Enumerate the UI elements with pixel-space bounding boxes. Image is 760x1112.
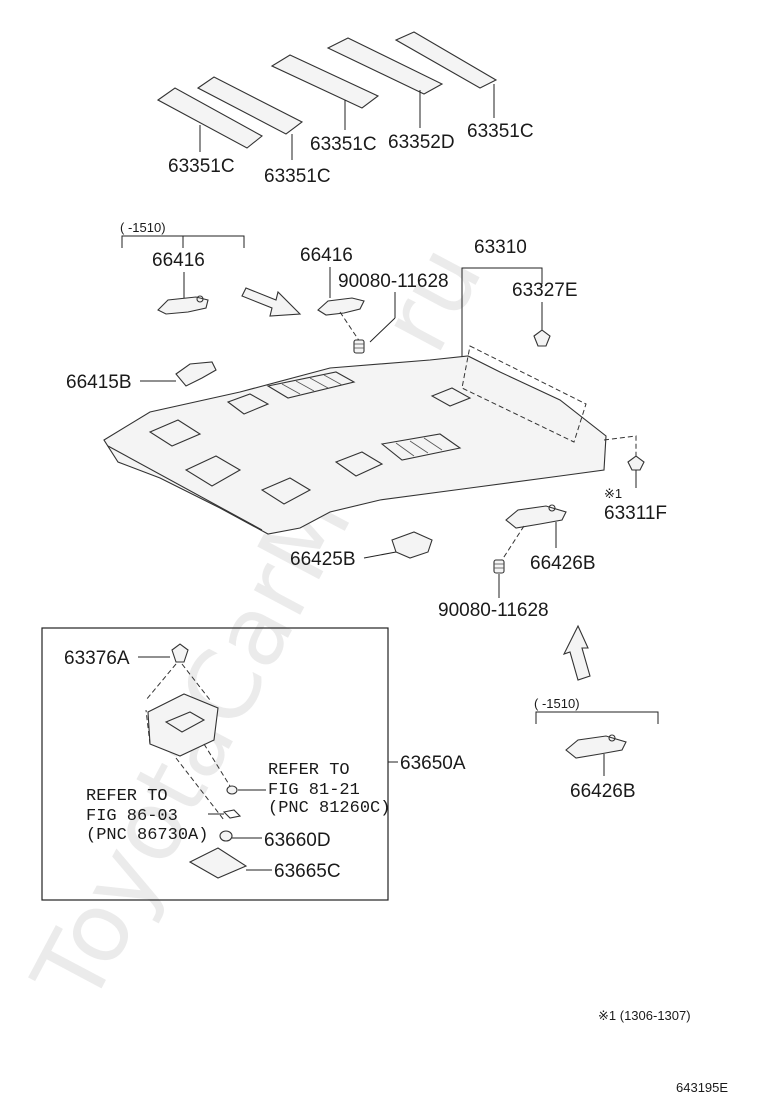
inset-socket-part[interactable] xyxy=(226,785,238,795)
inset-bulb-label: 63660D xyxy=(264,830,331,851)
headliner-part[interactable] xyxy=(103,355,607,535)
visor-right-label: 66426B xyxy=(530,553,596,574)
pad-shape-5[interactable] xyxy=(394,31,498,89)
refer-left-line-3: (PNC 86730A) xyxy=(86,826,208,845)
inset-lens-part[interactable] xyxy=(188,847,248,879)
inset-frame xyxy=(41,627,389,901)
holder-left-label: 66415B xyxy=(66,372,132,393)
pad-label-5: 63351C xyxy=(467,121,534,142)
inset-clip-label: 63376A xyxy=(64,648,130,669)
inset-bulb-part[interactable] xyxy=(219,830,233,842)
visor-right-lower-part[interactable] xyxy=(565,735,627,759)
visor-center-part[interactable] xyxy=(317,297,365,316)
pad-label-4: 63352D xyxy=(388,132,455,153)
visor-right-group: 66426B 90080-11628 xyxy=(438,504,596,621)
headliner-label: 63310 xyxy=(474,237,527,258)
pad-shape-1[interactable] xyxy=(156,87,263,149)
clip-right-symbol: ※1 xyxy=(604,486,622,501)
refer-left-line-1: REFER TO xyxy=(86,787,168,806)
refer-right-line-3: (PNC 81260C) xyxy=(268,799,390,818)
visor-right-lower-label: 66426B xyxy=(570,781,636,802)
headliner-pads: 63351C 63351C 63351C 63352D 63351C xyxy=(156,31,534,187)
visor-left-range: ( -1510) xyxy=(120,220,166,235)
direction-arrow-top xyxy=(241,287,302,317)
figure-id-text: 643195E xyxy=(676,1080,728,1095)
inset-wire-part[interactable] xyxy=(222,809,242,819)
screw-top-part[interactable] xyxy=(353,339,365,354)
screw-bottom-part[interactable] xyxy=(493,559,505,574)
headliner-vent-1 xyxy=(266,371,356,399)
visor-right-part[interactable] xyxy=(505,505,567,529)
visor-left-label: 66416 xyxy=(152,250,205,271)
direction-arrow-bottom xyxy=(562,624,591,681)
visor-left-part[interactable] xyxy=(157,296,209,315)
clip-rear-part[interactable] xyxy=(533,329,551,347)
inset-box: 63650A 63376A REFER TO FIG 81-21 (PNC 81… xyxy=(41,627,466,901)
screw-top-label: 90080-11628 xyxy=(338,271,449,292)
headliner-group: 63310 63327E xyxy=(103,237,637,535)
refer-left-line-2: FIG 86-03 xyxy=(86,807,178,826)
footnote-text: ※1 (1306-1307) xyxy=(598,1008,691,1023)
pad-label-2: 63351C xyxy=(264,166,331,187)
visor-left-group: ( -1510) 66416 xyxy=(120,220,245,315)
holder-front-group: 66425B xyxy=(290,531,433,570)
clip-right-label: 63311F xyxy=(604,503,667,524)
visor-center-label: 66416 xyxy=(300,245,353,266)
watermark-text: ToyotaCarMine.ru xyxy=(11,228,504,1022)
inset-clip-part[interactable] xyxy=(171,643,189,663)
clip-right-group: ※1 63311F xyxy=(604,455,667,524)
pad-shape-2[interactable] xyxy=(196,76,304,135)
visor-right-range: ( -1510) xyxy=(534,696,580,711)
clip-rear-label: 63327E xyxy=(512,280,578,301)
holder-front-label: 66425B xyxy=(290,549,356,570)
holder-left-part[interactable] xyxy=(175,361,217,387)
clip-right-part[interactable] xyxy=(627,455,645,471)
pad-label-1: 63351C xyxy=(168,156,235,177)
screw-bottom-label: 90080-11628 xyxy=(438,600,549,621)
inset-lens-label: 63665C xyxy=(274,861,341,882)
pad-shape-3[interactable] xyxy=(270,54,380,109)
headliner-vent-2 xyxy=(380,433,462,461)
holder-front-part[interactable] xyxy=(391,531,433,559)
refer-right-line-2: FIG 81-21 xyxy=(268,781,360,800)
refer-right-line-1: REFER TO xyxy=(268,761,350,780)
holder-left-group: 66415B xyxy=(66,361,217,393)
pad-shape-4[interactable] xyxy=(326,37,444,95)
visor-center-group: 66416 90080-11628 xyxy=(300,245,449,354)
lamp-assy-label: 63650A xyxy=(400,753,466,774)
visor-right-lower-group: ( -1510) 66426B xyxy=(534,696,659,802)
pad-label-3: 63351C xyxy=(310,134,377,155)
